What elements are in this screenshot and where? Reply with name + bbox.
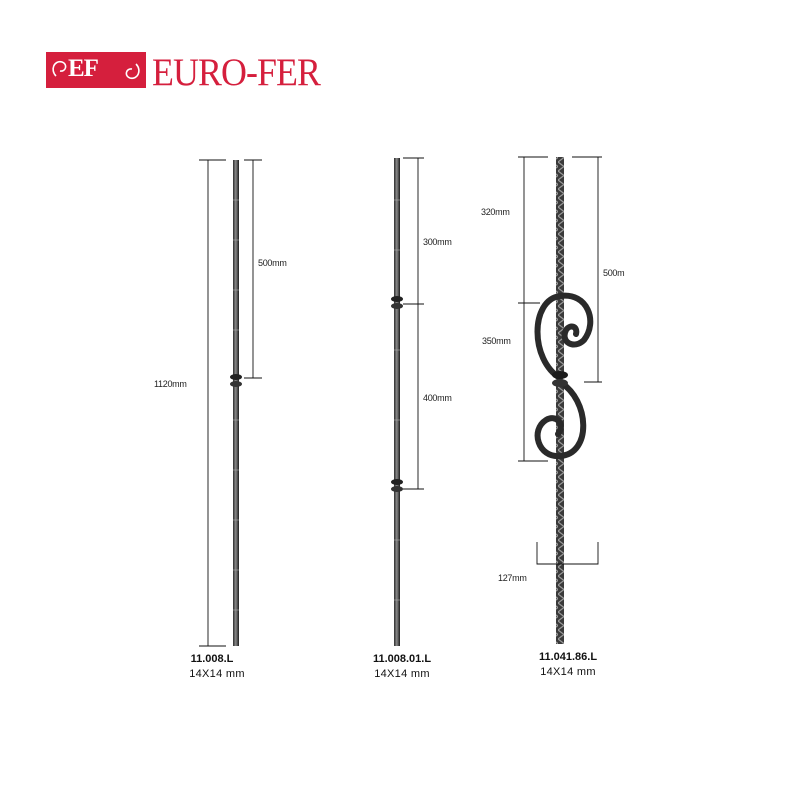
ring-collar <box>552 371 568 379</box>
dimension-line-320 <box>518 156 548 304</box>
dimension-label-400: 400mm <box>423 393 452 403</box>
ring-collar <box>230 381 242 387</box>
ring-collar <box>391 303 403 309</box>
baluster-11-008-l <box>199 159 262 647</box>
ring-collar <box>552 379 568 387</box>
dimension-line-127 <box>536 542 599 565</box>
dimension-label-500: 500mm <box>258 258 287 268</box>
dimension-line-300 <box>403 157 424 305</box>
dimension-label-127: 127mm <box>498 573 527 583</box>
s-scroll-lower <box>534 379 587 460</box>
bar-hammered-texture <box>233 199 239 611</box>
ring-collar <box>230 374 242 380</box>
product-size: 14X14 mm <box>189 668 245 680</box>
product-size: 14X14 mm <box>540 666 596 678</box>
dimension-label-500m: 500m <box>603 268 625 278</box>
dimension-line-1120 <box>199 159 226 647</box>
logo-badge: EF <box>46 52 146 88</box>
dimension-line-350 <box>518 303 548 462</box>
euro-fer-logo: EF EURO-FER <box>46 51 386 96</box>
product-code: 11.008.L <box>190 653 234 665</box>
product-size: 14X14 mm <box>374 668 430 680</box>
ring-collar <box>391 479 403 485</box>
dimension-line-500 <box>244 159 262 379</box>
dimension-line-400 <box>403 304 424 490</box>
dimension-label-350: 350mm <box>482 336 511 346</box>
bar-shaft <box>394 158 400 646</box>
bar-shaft-bottom <box>556 382 564 644</box>
bar-shaft <box>233 160 239 646</box>
ring-collar <box>391 296 403 302</box>
dimension-line-500 <box>572 156 602 383</box>
dimension-label-320: 320mm <box>481 207 510 217</box>
logo-badge-text: EF <box>68 55 99 82</box>
product-code: 11.041.86.L <box>538 651 598 663</box>
baluster-11-008-01-l <box>391 157 424 646</box>
logo-scroll-icon <box>52 60 140 80</box>
baluster-11-041-86-l <box>518 156 602 644</box>
s-scroll-upper <box>534 292 594 381</box>
ring-collar <box>391 486 403 492</box>
dimension-label-300: 300mm <box>423 237 452 247</box>
product-code: 11.008.01.L <box>372 653 432 665</box>
bar-hammered-texture <box>394 199 400 601</box>
bar-shaft-top <box>556 157 564 375</box>
dimension-label-1120: 1120mm <box>154 379 187 389</box>
logo-wordmark: EURO-FER <box>152 51 321 94</box>
